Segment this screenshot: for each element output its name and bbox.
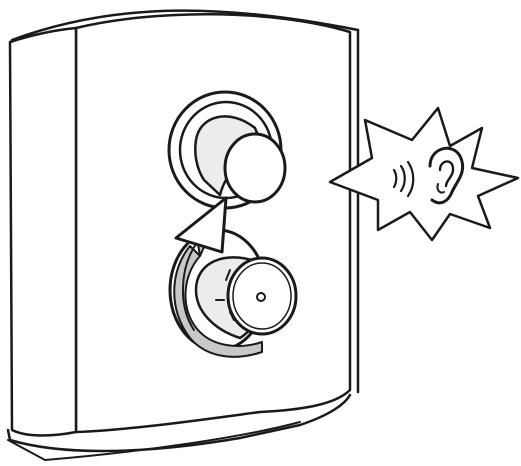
lower-knob-face	[228, 258, 296, 334]
upper-knob-cap	[225, 134, 285, 202]
panel-side-face	[10, 28, 76, 436]
